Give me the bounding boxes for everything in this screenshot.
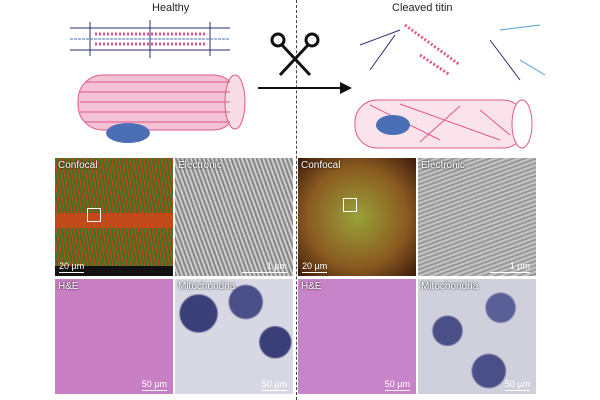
scale-bar: 50 µm — [504, 379, 530, 391]
scissors-icon — [270, 32, 320, 77]
schematic-diagram — [70, 20, 546, 149]
divider — [296, 0, 297, 400]
arrow-icon — [258, 82, 352, 94]
scale-bar: 50 µm — [384, 379, 410, 391]
cleaved-electron-image: Electronic 1 µm — [418, 158, 536, 276]
healthy-mitochondria-image: Mitochondria 50 µm — [175, 279, 293, 394]
cleaved-mitochondria-image: Mitochondria 50 µm — [418, 279, 536, 394]
scale-bar: 50 µm — [261, 379, 287, 391]
panel-label: H&E — [58, 281, 79, 292]
panel-label: Mitochondria — [178, 281, 236, 292]
panel-label: Confocal — [301, 160, 341, 171]
scale-bar: 1 µm — [242, 261, 287, 273]
panel-label: Mitochondria — [421, 281, 479, 292]
scale-bar: 50 µm — [141, 379, 167, 391]
scale-bar: 20 µm — [302, 261, 328, 273]
healthy-confocal-image: Confocal 20 µm — [55, 158, 173, 276]
panel-label: Electronic — [178, 160, 222, 171]
cleaved-he-image: H&E 50 µm — [298, 279, 416, 394]
scale-bar: 20 µm — [59, 261, 85, 273]
healthy-muscle-fiber — [77, 74, 246, 143]
healthy-electron-image: Electronic 1 µm — [175, 158, 293, 276]
healthy-he-image: H&E 50 µm — [55, 279, 173, 394]
panel-label: Electronic — [421, 160, 465, 171]
healthy-sarcomere — [70, 20, 230, 58]
cleaved-muscle-fiber — [354, 99, 533, 149]
cleaved-titin-heading: Cleaved titin — [392, 2, 453, 14]
panel-label: H&E — [301, 281, 322, 292]
cleaved-sarcomere — [359, 23, 546, 81]
scale-bar: 1 µm — [490, 261, 530, 273]
cleaved-confocal-image: Confocal 20 µm — [298, 158, 416, 276]
healthy-heading: Healthy — [152, 2, 190, 14]
panel-label: Confocal — [58, 160, 98, 171]
